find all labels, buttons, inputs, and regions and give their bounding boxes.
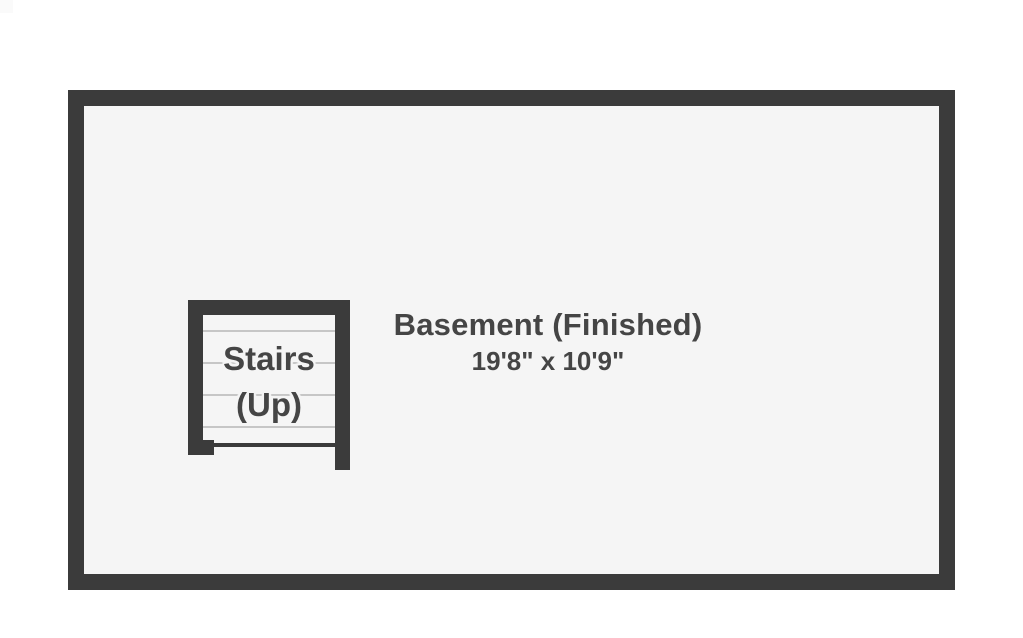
stairs-label-line1: Stairs	[223, 340, 315, 377]
stair-tread-line	[203, 394, 335, 396]
stair-tread-line	[203, 426, 335, 428]
stairs-wall-top	[188, 300, 350, 315]
room-label-group: Basement (Finished) 19'8" x 10'9"	[375, 306, 721, 379]
stairs-wall-foot	[203, 440, 214, 455]
stair-tread-line	[203, 362, 335, 364]
stairs-wall-right	[335, 300, 350, 470]
stairs-bottom-edge	[214, 443, 335, 447]
stairs-wall-left	[188, 300, 203, 455]
corner-artifact	[0, 0, 13, 13]
stairs-label-line2: (Up)	[236, 386, 302, 423]
room-dimensions-label: 19'8" x 10'9"	[471, 346, 625, 376]
basement-room-outline	[68, 90, 955, 590]
stair-tread-line	[203, 330, 335, 332]
room-name-label: Basement (Finished)	[393, 307, 703, 342]
stairs-label: Stairs (Up)	[203, 318, 335, 446]
